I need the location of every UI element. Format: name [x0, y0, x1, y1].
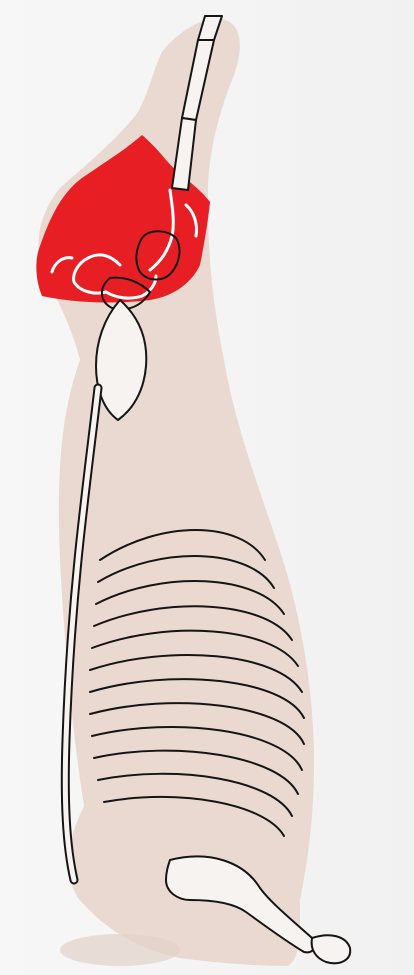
- shadow: [60, 934, 180, 966]
- hoof: [312, 935, 351, 963]
